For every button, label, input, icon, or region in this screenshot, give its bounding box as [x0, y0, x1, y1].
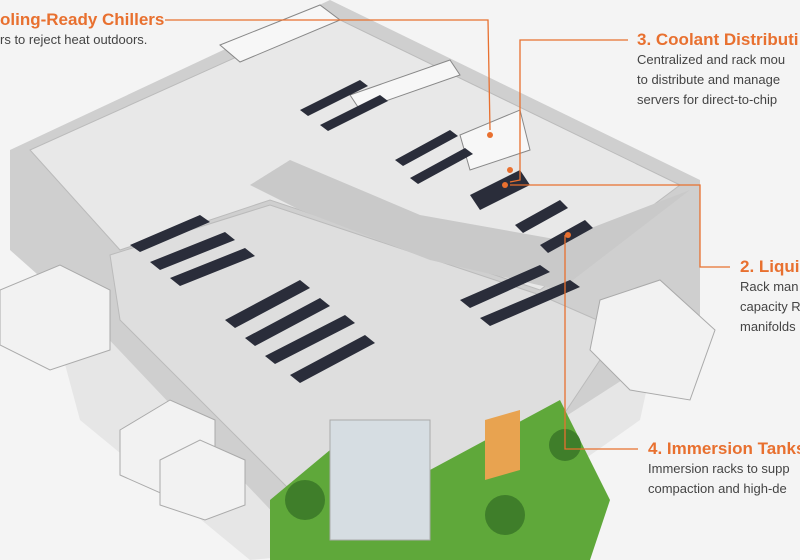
callout-desc: to distribute and manage	[637, 72, 781, 87]
leader-lines	[165, 19, 730, 450]
callout-desc: compaction and high-de	[648, 481, 787, 496]
coolant-markers	[487, 132, 571, 238]
callout-title: 3. Coolant Distributi	[637, 30, 799, 49]
callout-desc: Rack man	[740, 279, 799, 294]
callout-desc: Centralized and rack mou	[637, 52, 786, 67]
callout-coolant: 3. Coolant Distributi Centralized and ra…	[637, 30, 799, 110]
callout-desc: capacity R	[740, 299, 800, 314]
callout-liquid: 2. Liqui Rack man capacity R manifolds	[740, 257, 800, 337]
callout-desc: rs to reject heat outdoors.	[0, 32, 148, 47]
callout-desc: manifolds	[740, 319, 796, 334]
callout-desc: Immersion racks to supp	[648, 461, 790, 476]
callout-title: oling-Ready Chillers	[0, 10, 165, 29]
callout-title: 4. Immersion Tanks	[648, 439, 800, 458]
glass-entrance	[329, 419, 431, 541]
outdoor-chillers	[0, 264, 716, 521]
callout-title: 2. Liqui	[740, 257, 800, 276]
corridor-ramp	[250, 160, 690, 290]
tree	[285, 480, 325, 520]
callout-desc: servers for direct-to-chip	[637, 92, 778, 107]
tree	[485, 495, 525, 535]
callout-immersion: 4. Immersion Tanks Immersion racks to su…	[648, 439, 800, 499]
orange-entrance-wall	[485, 410, 520, 480]
callout-chillers: oling-Ready Chillers rs to reject heat o…	[0, 10, 164, 50]
